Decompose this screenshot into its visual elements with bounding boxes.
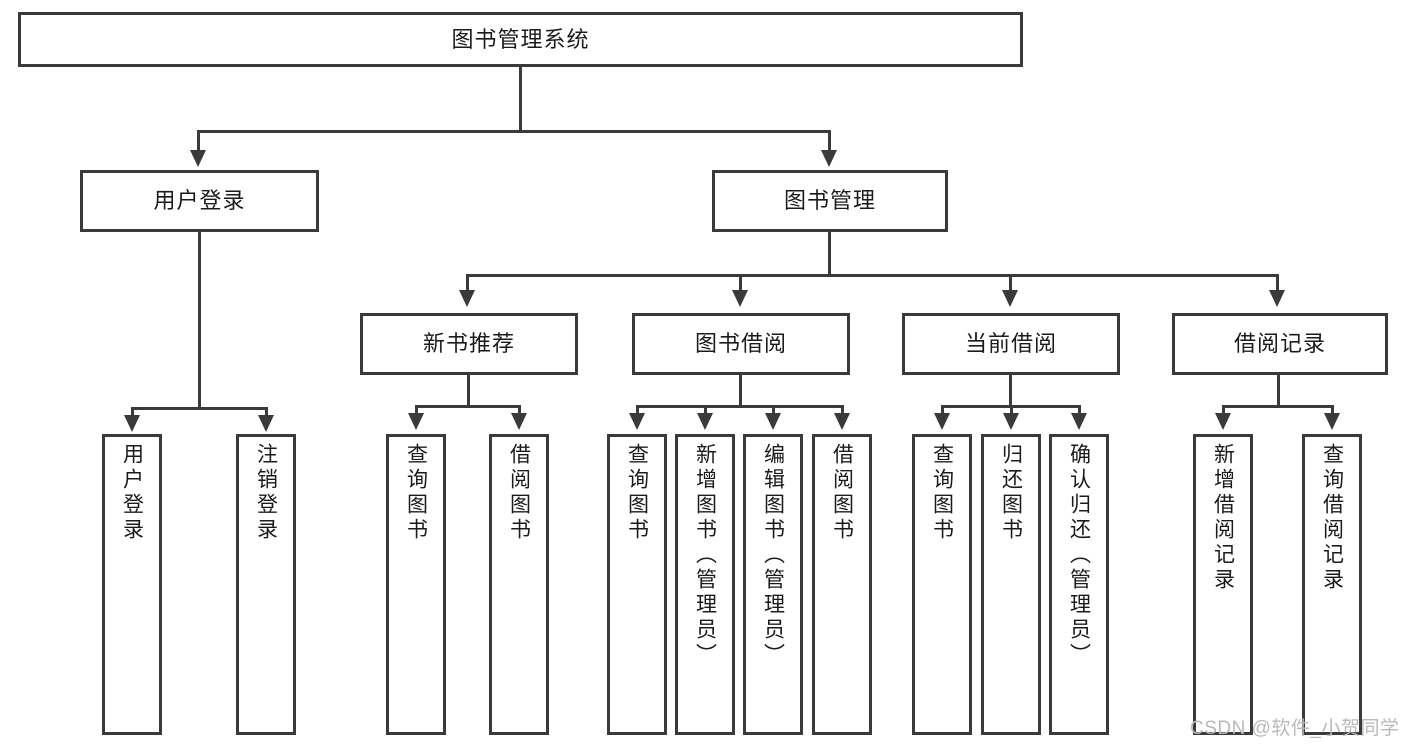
node-label: 借阅图书 <box>507 443 531 543</box>
leaf-br-query-record[interactable]: 查询借阅记录 <box>1302 434 1362 735</box>
connector-drop-bb-query <box>636 405 639 415</box>
arrow-leaf-logout <box>258 415 274 432</box>
arrow-user-login <box>190 150 206 167</box>
connector-current-borrow-stem <box>1009 375 1012 407</box>
node-borrow-record[interactable]: 借阅记录 <box>1172 313 1388 375</box>
connector-drop-bb-borrow <box>841 405 844 415</box>
connector-drop-br-query <box>1331 405 1334 415</box>
node-book-manage[interactable]: 图书管理 <box>712 170 948 232</box>
connector-user-login-stem <box>198 232 201 410</box>
arrow-br-add <box>1215 413 1231 430</box>
connector-drop-bb-edit <box>772 405 775 415</box>
connector-book-borrow-stem <box>739 375 742 407</box>
arrow-cb-return <box>1003 413 1019 430</box>
node-book-borrow[interactable]: 图书借阅 <box>632 313 850 375</box>
node-label: 查询图书 <box>404 443 428 543</box>
arrow-leaf-user-login <box>124 415 140 432</box>
connector-drop-borrow-record <box>1276 274 1279 292</box>
node-label: 当前借阅 <box>964 331 1057 357</box>
node-new-book-recommend[interactable]: 新书推荐 <box>360 313 578 375</box>
leaf-nb-borrow-book[interactable]: 借阅图书 <box>489 434 549 735</box>
connector-root-bus <box>197 130 831 133</box>
connector-drop-new-book <box>466 274 469 292</box>
arrow-cb-query <box>934 413 950 430</box>
node-label: 借阅图书 <box>830 443 854 543</box>
connector-user-login-bus <box>131 407 268 410</box>
leaf-cb-confirm-return[interactable]: 确认归还（管理员） <box>1049 434 1109 735</box>
arrow-new-book <box>459 290 475 307</box>
arrow-nb-query <box>408 413 424 430</box>
node-label: 借阅记录 <box>1233 331 1326 357</box>
leaf-nb-query-book[interactable]: 查询图书 <box>386 434 446 735</box>
leaf-logout[interactable]: 注销登录 <box>236 434 296 735</box>
arrow-bb-query <box>629 413 645 430</box>
node-label: 查询图书 <box>930 443 954 543</box>
node-label: 图书管理系统 <box>451 26 590 52</box>
connector-drop-cb-query <box>941 405 944 415</box>
node-label: 确认归还（管理员） <box>1067 443 1091 668</box>
connector-drop-cb-confirm <box>1078 405 1081 415</box>
leaf-br-add-record[interactable]: 新增借阅记录 <box>1193 434 1253 735</box>
node-label: 查询借阅记录 <box>1320 443 1344 593</box>
leaf-bb-edit-book[interactable]: 编辑图书（管理员） <box>743 434 803 735</box>
connector-book-borrow-bus <box>636 405 844 408</box>
connector-drop-user-login <box>197 130 200 152</box>
leaf-bb-add-book[interactable]: 新增图书（管理员） <box>675 434 735 735</box>
connector-drop-book-borrow <box>739 274 742 292</box>
connector-root-stem <box>519 67 522 130</box>
node-user-login[interactable]: 用户登录 <box>80 170 319 232</box>
connector-drop-leaf-logout <box>265 407 268 417</box>
node-label: 用户登录 <box>153 188 246 214</box>
arrow-bb-edit <box>765 413 781 430</box>
connector-drop-book-manage <box>828 130 831 152</box>
node-label: 图书借阅 <box>694 331 787 357</box>
arrow-bb-borrow <box>834 413 850 430</box>
connector-drop-nb-query <box>415 405 418 415</box>
leaf-cb-query-book[interactable]: 查询图书 <box>912 434 972 735</box>
leaf-bb-borrow-book[interactable]: 借阅图书 <box>812 434 872 735</box>
connector-new-book-bus <box>415 405 521 408</box>
arrow-bb-add <box>697 413 713 430</box>
arrow-current-borrow <box>1002 290 1018 307</box>
connector-new-book-stem <box>467 375 470 407</box>
connector-book-manage-bus <box>466 274 1279 277</box>
arrow-book-manage <box>821 150 837 167</box>
node-label: 查询图书 <box>625 443 649 543</box>
node-label: 新增借阅记录 <box>1211 443 1235 593</box>
arrow-cb-confirm <box>1071 413 1087 430</box>
connector-book-manage-stem <box>828 232 831 276</box>
arrow-nb-borrow <box>511 413 527 430</box>
arrow-book-borrow <box>732 290 748 307</box>
node-label: 新书推荐 <box>422 331 515 357</box>
node-label: 新增图书（管理员） <box>693 443 717 668</box>
node-label: 注销登录 <box>254 443 278 543</box>
connector-borrow-record-bus <box>1222 405 1334 408</box>
connector-drop-cb-return <box>1010 405 1013 415</box>
leaf-cb-return-book[interactable]: 归还图书 <box>981 434 1041 735</box>
connector-drop-nb-borrow <box>518 405 521 415</box>
node-label: 用户登录 <box>120 443 144 543</box>
leaf-bb-query-book[interactable]: 查询图书 <box>607 434 667 735</box>
connector-drop-current-borrow <box>1009 274 1012 292</box>
arrow-borrow-record <box>1269 290 1285 307</box>
node-root-system[interactable]: 图书管理系统 <box>18 12 1023 67</box>
arrow-br-query <box>1324 413 1340 430</box>
node-label: 编辑图书（管理员） <box>761 443 785 668</box>
connector-borrow-record-stem <box>1277 375 1280 407</box>
node-current-borrow[interactable]: 当前借阅 <box>902 313 1120 375</box>
node-label: 归还图书 <box>999 443 1023 543</box>
connector-drop-bb-add <box>704 405 707 415</box>
connector-drop-leaf-user-login <box>131 407 134 417</box>
connector-drop-br-add <box>1222 405 1225 415</box>
leaf-user-login[interactable]: 用户登录 <box>102 434 162 735</box>
node-label: 图书管理 <box>783 188 876 214</box>
